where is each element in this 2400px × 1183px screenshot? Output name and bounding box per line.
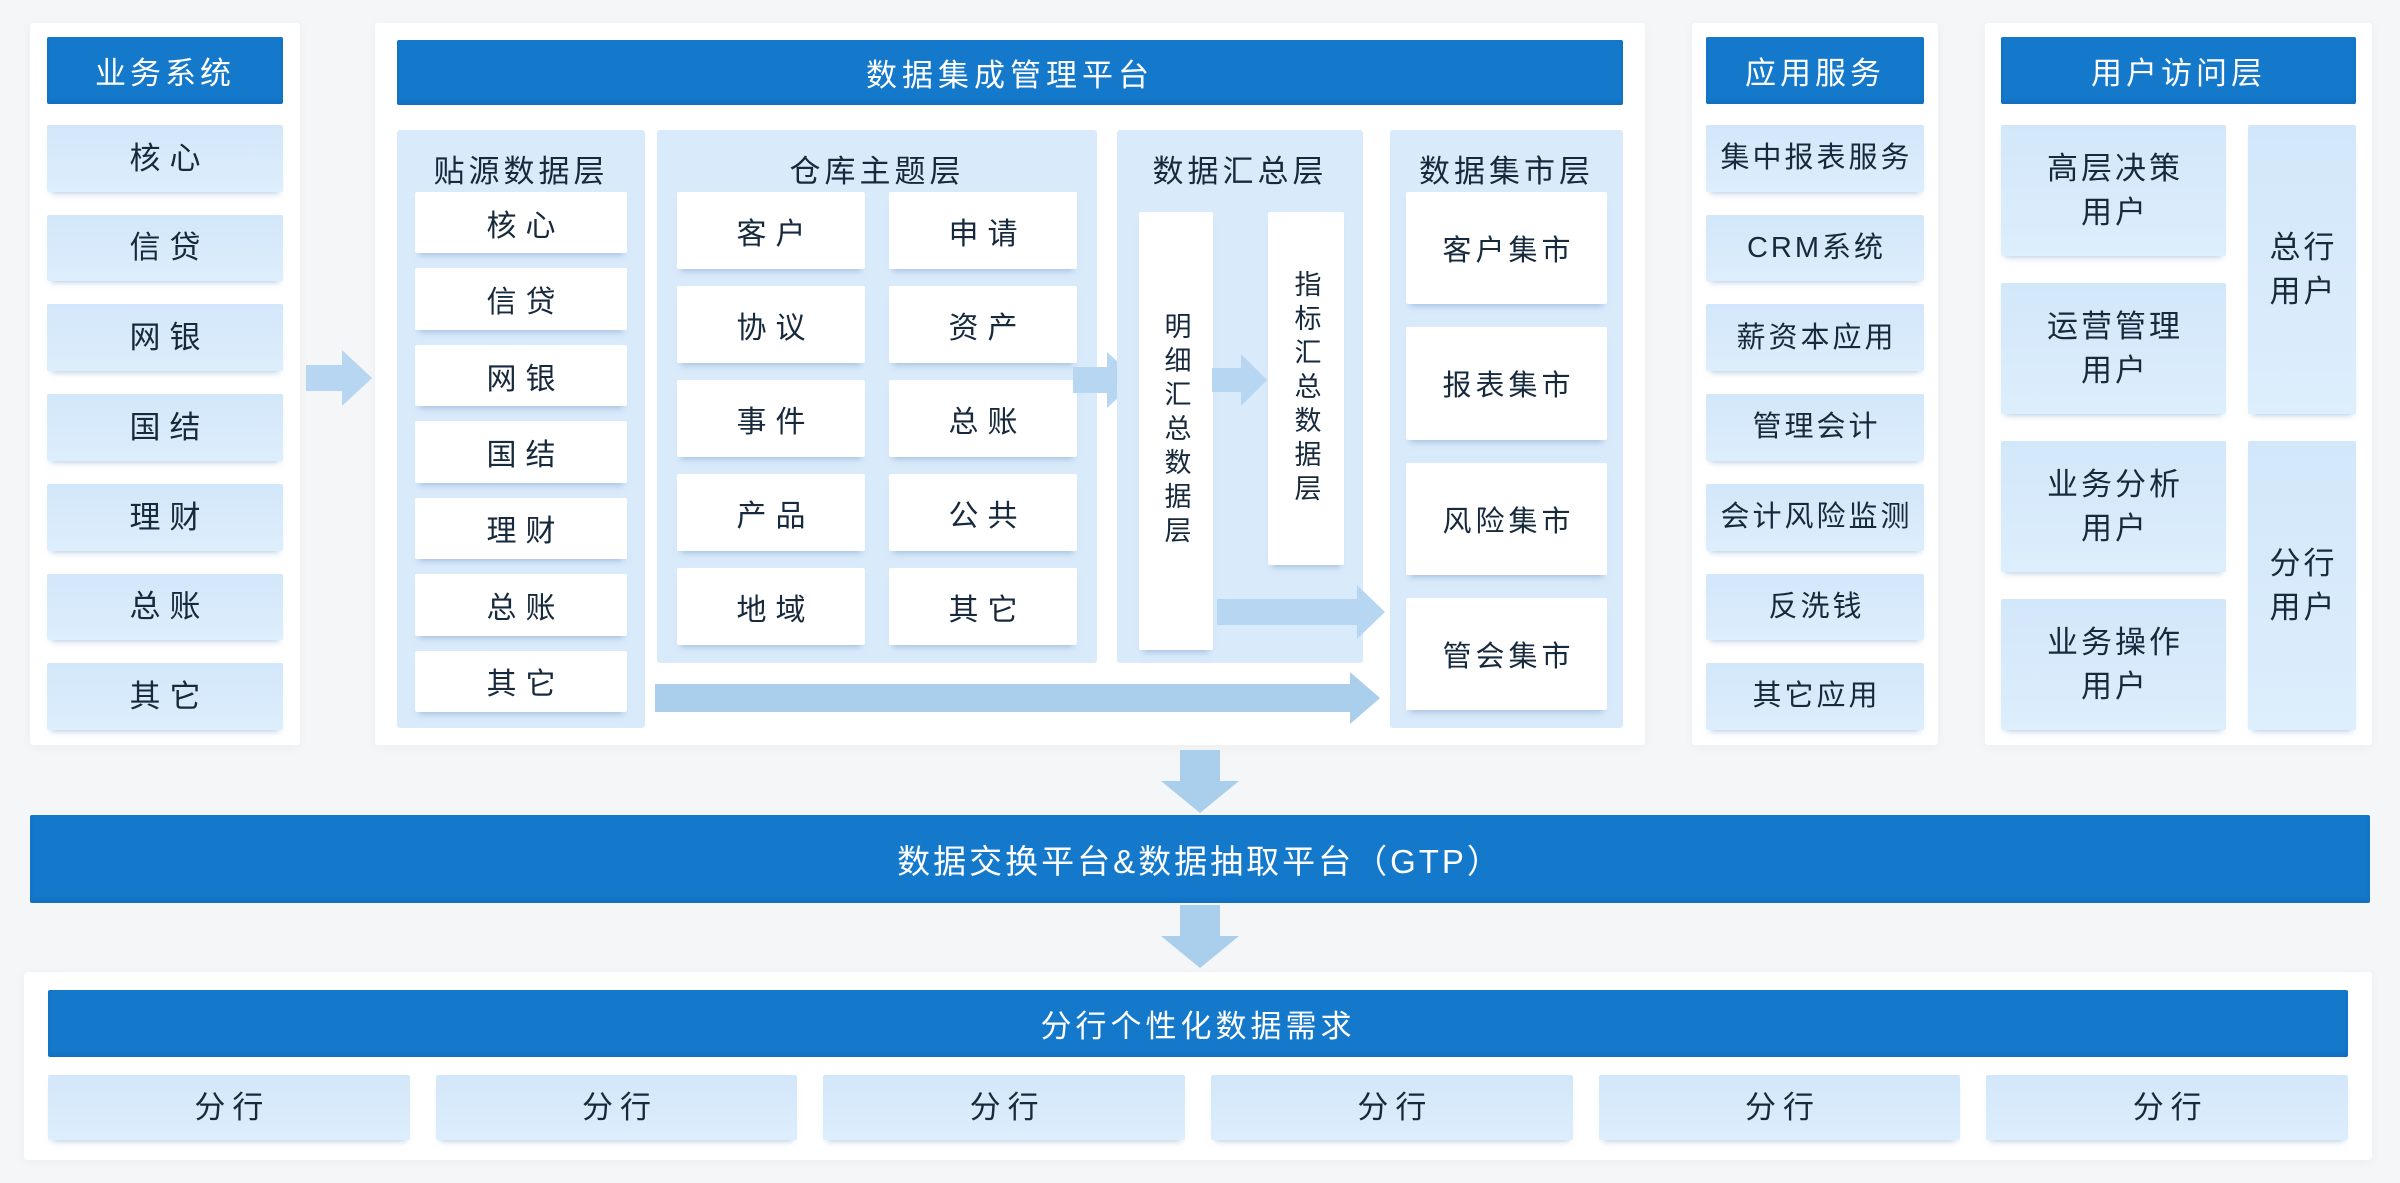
source-system-item: 理财 [415, 497, 627, 560]
indicator-summary-data-box: 指标汇总数据层 [1268, 212, 1344, 565]
source-system-item: 其它 [415, 650, 627, 712]
source-data-layer-panel: 贴源数据层 核心信贷网银国结理财总账其它 [397, 130, 645, 728]
user-scope-item: 总行 用户 [2248, 125, 2356, 414]
app-service-item: 反洗钱 [1706, 573, 1924, 641]
flow-arrow-warehouse-to-mart-long-icon [655, 672, 1380, 724]
user-role-items: 高层决策 用户运营管理 用户业务分析 用户业务操作 用户 [2001, 125, 2226, 730]
warehouse-theme-item: 其它 [889, 568, 1077, 645]
business-system-item: 网银 [47, 304, 283, 372]
flow-arrow-detail-to-indicator-icon [1212, 352, 1267, 408]
app-service-item: 会计风险监测 [1706, 483, 1924, 551]
warehouse-theme-items: 客户申请协议资产事件总账产品公共地域其它 [677, 192, 1077, 645]
arrow-stem [1180, 750, 1220, 781]
business-system-item: 其它 [47, 663, 283, 731]
data-mart-item: 风险集市 [1406, 462, 1607, 575]
branch-item: 分行 [823, 1075, 1186, 1140]
data-mart-item: 管会集市 [1406, 597, 1607, 710]
data-mart-items: 客户集市报表集市风险集市管会集市 [1406, 192, 1607, 710]
branch-requirements-header: 分行个性化数据需求 [48, 990, 2348, 1057]
flow-arrow-gtp-to-branches-icon [1161, 905, 1239, 968]
warehouse-theme-item: 产品 [677, 474, 865, 551]
arrow-head [1241, 354, 1267, 406]
flow-arrow-business-to-platform-icon [306, 350, 372, 406]
app-services-items: 集中报表服务 CRM系统薪资本应用管理会计会计风险监测反洗钱其它应用 [1706, 125, 1924, 731]
data-mart-item: 报表集市 [1406, 327, 1607, 440]
data-mart-layer-title: 数据集市层 [1419, 154, 1594, 189]
business-system-item: 总账 [47, 573, 283, 641]
arrow-stem [1217, 599, 1357, 625]
warehouse-theme-item: 协议 [677, 286, 865, 363]
flow-arrow-platform-to-gtp-icon [1161, 750, 1239, 813]
source-system-item: 国结 [415, 421, 627, 483]
warehouse-theme-item: 地域 [677, 568, 865, 645]
warehouse-theme-item: 事件 [677, 380, 865, 457]
app-service-item: CRM系统 [1706, 214, 1924, 282]
business-system-item: 核心 [47, 125, 283, 192]
app-service-item: 管理会计 [1706, 394, 1924, 461]
source-system-item: 信贷 [415, 268, 627, 330]
warehouse-theme-item: 资产 [889, 286, 1077, 363]
warehouse-theme-item: 总账 [889, 380, 1077, 457]
gtp-exchange-platform-banner: 数据交换平台&数据抽取平台（GTP） [30, 815, 2370, 903]
branch-item: 分行 [48, 1075, 410, 1140]
arrow-head [1357, 585, 1385, 639]
branch-item: 分行 [1598, 1075, 1961, 1140]
branch-item: 分行 [1211, 1075, 1573, 1140]
app-services-header: 应用服务 [1706, 37, 1924, 104]
data-mart-layer-panel: 数据集市层 客户集市报表集市风险集市管会集市 [1390, 130, 1623, 728]
user-role-item: 业务分析 用户 [2001, 441, 2226, 572]
data-integration-platform-panel: 数据集成管理平台 贴源数据层 核心信贷网银国结理财总账其它 仓库主题层 客户申请… [375, 23, 1645, 745]
business-systems-items: 核心信贷网银国结理财总账其它 [47, 125, 283, 731]
warehouse-theme-item: 客户 [677, 192, 865, 269]
data-summary-layer-title: 数据汇总层 [1152, 154, 1328, 189]
warehouse-theme-layer-panel: 仓库主题层 客户申请协议资产事件总账产品公共地域其它 [657, 130, 1097, 663]
branch-requirements-panel: 分行个性化数据需求 分行分行分行分行分行分行 [24, 972, 2372, 1160]
app-services-panel: 应用服务 集中报表服务 CRM系统薪资本应用管理会计会计风险监测反洗钱其它应用 [1692, 23, 1938, 745]
user-role-item: 运营管理 用户 [2001, 283, 2226, 414]
source-data-layer-title: 贴源数据层 [433, 154, 609, 189]
business-systems-header: 业务系统 [47, 37, 283, 104]
branch-item: 分行 [1986, 1075, 2349, 1140]
business-system-item: 国结 [47, 394, 283, 461]
arrow-stem [1073, 367, 1107, 393]
source-data-layer-items: 核心信贷网银国结理财总账其它 [415, 192, 627, 712]
user-access-layer-panel: 用户访问层 高层决策 用户运营管理 用户业务分析 用户业务操作 用户 总行 用户… [1985, 23, 2372, 745]
flow-arrow-summary-to-mart-icon [1217, 585, 1385, 639]
business-systems-panel: 业务系统 核心信贷网银国结理财总账其它 [30, 23, 300, 745]
warehouse-theme-layer-title: 仓库主题层 [789, 154, 965, 189]
user-role-item: 业务操作 用户 [2001, 599, 2226, 730]
data-summary-layer-panel: 数据汇总层 明细汇总数据层 指标汇总数据层 [1117, 130, 1363, 663]
arrow-head [1161, 936, 1239, 968]
business-system-item: 理财 [47, 483, 283, 551]
user-access-layer-header: 用户访问层 [2001, 37, 2356, 104]
arrow-stem [1180, 905, 1220, 936]
warehouse-theme-item: 申请 [889, 192, 1077, 269]
user-access-columns: 高层决策 用户运营管理 用户业务分析 用户业务操作 用户 总行 用户分行 用户 [2001, 125, 2356, 730]
app-service-item: 薪资本应用 [1706, 304, 1924, 372]
user-scope-item: 分行 用户 [2248, 441, 2356, 730]
arrow-stem [655, 684, 1350, 712]
platform-header: 数据集成管理平台 [397, 40, 1623, 105]
platform-layers-row: 贴源数据层 核心信贷网银国结理财总账其它 仓库主题层 客户申请协议资产事件总账产… [397, 130, 1623, 728]
source-system-item: 网银 [415, 344, 627, 407]
user-scope-items: 总行 用户分行 用户 [2248, 125, 2356, 730]
arrow-stem [1212, 368, 1241, 392]
detail-summary-data-box: 明细汇总数据层 [1139, 212, 1213, 650]
arrow-head [342, 350, 372, 406]
source-system-item: 核心 [415, 192, 627, 254]
user-role-item: 高层决策 用户 [2001, 125, 2226, 256]
app-service-item: 其它应用 [1706, 663, 1924, 731]
data-mart-item: 客户集市 [1406, 192, 1607, 305]
branch-items: 分行分行分行分行分行分行 [48, 1075, 2349, 1140]
branch-item: 分行 [435, 1075, 798, 1140]
app-service-item: 集中报表服务 [1706, 125, 1924, 192]
arrow-head [1350, 672, 1380, 724]
business-system-item: 信贷 [47, 214, 283, 282]
source-system-item: 总账 [415, 574, 627, 636]
arrow-head [1161, 781, 1239, 813]
arrow-stem [306, 365, 342, 391]
warehouse-theme-item: 公共 [889, 474, 1077, 551]
